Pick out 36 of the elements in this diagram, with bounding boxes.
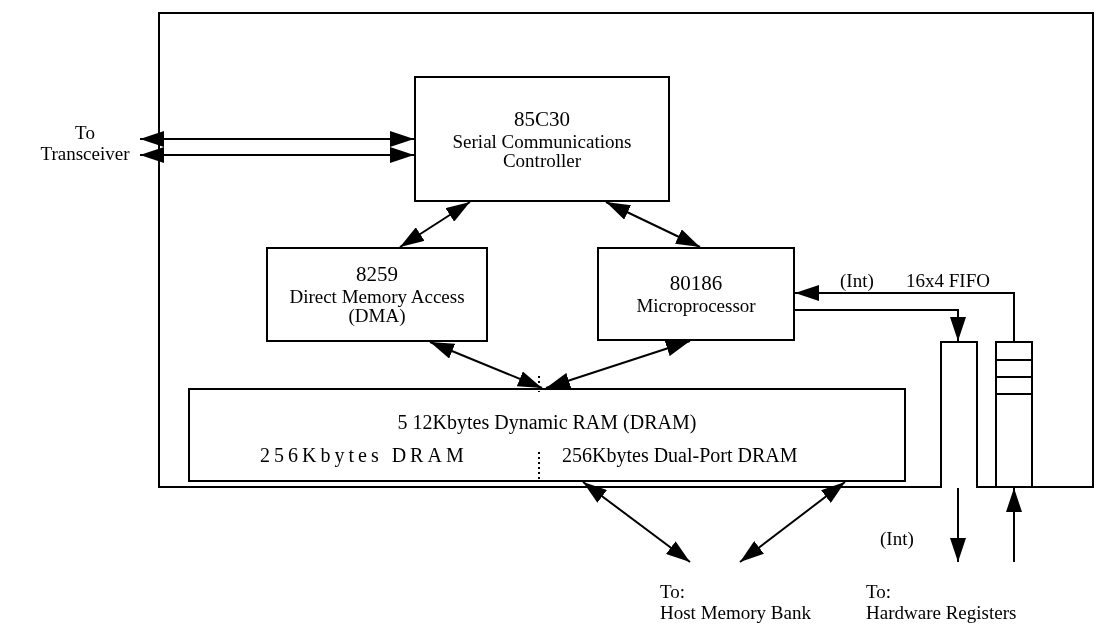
arrow (605, 201, 701, 248)
component-name: Serial Communications Controller (451, 131, 633, 170)
arrow (582, 481, 691, 563)
arrow (1006, 487, 1022, 563)
edge-label: (Int) (878, 528, 916, 550)
destination-label: Host Memory Bank (660, 603, 811, 624)
arrow (950, 487, 966, 563)
destination-label: Hardware Registers (866, 603, 1017, 624)
arrow (399, 201, 471, 248)
arrow (429, 341, 543, 389)
destination-label: To Transceiver (39, 123, 131, 165)
memory-label: 256Kbytes Dual-Port DRAM (562, 445, 798, 465)
component-box (597, 247, 795, 341)
memory-label: 256Kbytes DRAM (260, 445, 468, 465)
component-box (266, 247, 488, 342)
arrow (794, 309, 966, 342)
edge-label: (Int) (838, 270, 876, 292)
component-label: 16x4 FIFO (906, 270, 990, 292)
destination-label: To: (660, 582, 686, 604)
fifo-register (995, 341, 1033, 488)
arrow (545, 340, 691, 389)
component-box (414, 76, 670, 202)
circuit-board-outline (158, 12, 1094, 488)
memory-label: 5 12Kbytes Dynamic RAM (DRAM) (396, 412, 698, 432)
component-name: Direct Memory Access (DMA) (288, 287, 466, 325)
component-name: Microprocessor (635, 296, 757, 315)
arrow (739, 481, 846, 563)
chip-number: 85C30 (513, 108, 571, 130)
chip-number: 80186 (668, 273, 724, 294)
memory-box (188, 388, 906, 482)
arrow (139, 131, 415, 147)
buffer-register (940, 341, 978, 488)
chip-number: 8259 (355, 264, 399, 285)
arrow (794, 285, 1015, 342)
arrow (139, 147, 415, 163)
destination-label: To: (866, 582, 892, 604)
